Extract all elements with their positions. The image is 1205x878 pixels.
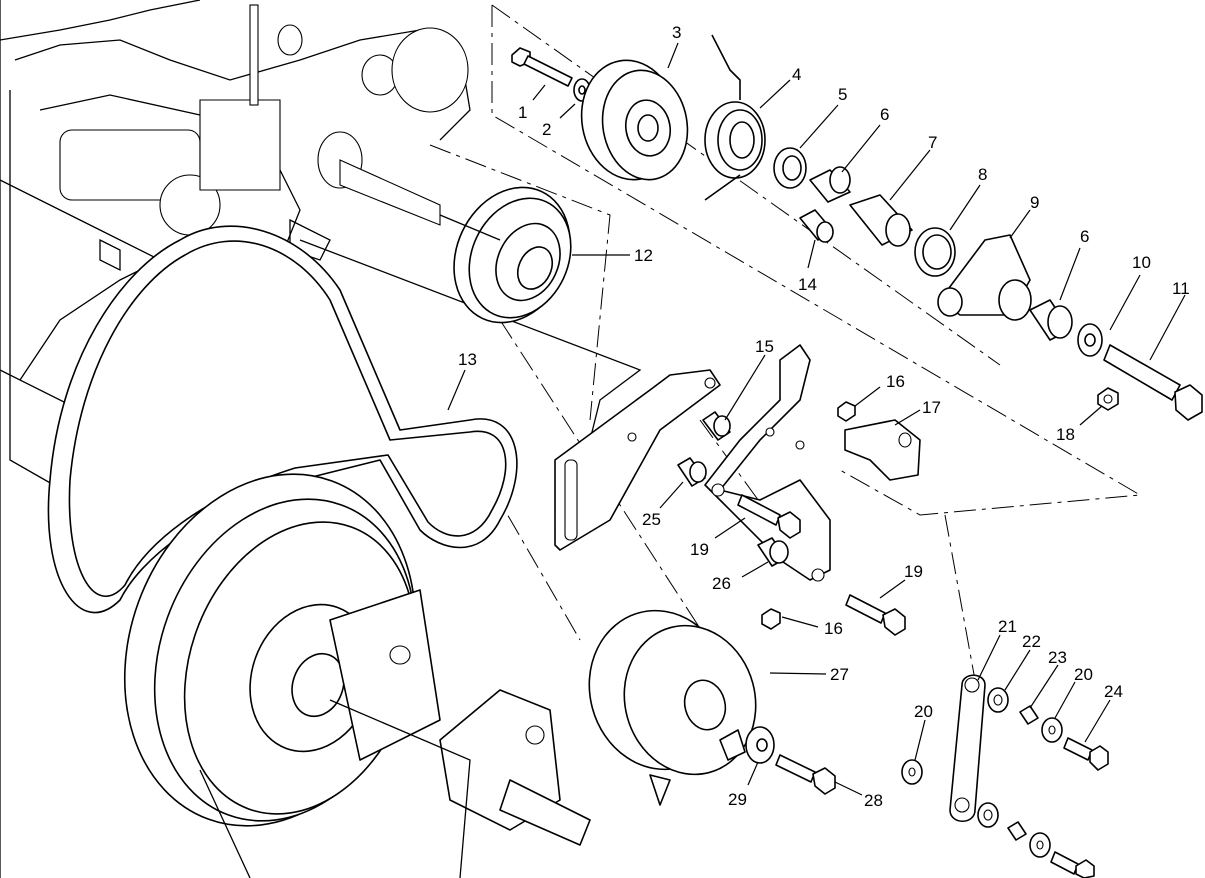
callout-26: 26 — [712, 574, 731, 593]
callout-6-lower: 6 — [1080, 227, 1089, 246]
callout-27: 27 — [830, 665, 849, 684]
callout-3: 3 — [672, 23, 681, 42]
callout-19-upper: 19 — [690, 540, 709, 559]
bolt-24-upper — [1063, 737, 1109, 771]
mounting-bracket — [554, 369, 721, 551]
bolt-24-lower — [1050, 851, 1095, 878]
callout-17: 17 — [922, 398, 941, 417]
callout-20-left: 20 — [914, 702, 933, 721]
bolt-1 — [511, 47, 573, 87]
bolt-19-upper — [737, 494, 801, 539]
callout-4: 4 — [792, 65, 801, 84]
idler-arm-9 — [937, 234, 1032, 321]
nut-16-upper — [837, 401, 856, 422]
washer-20-left — [901, 759, 923, 785]
dashed-boundary-lines — [429, 4, 1142, 691]
callout-24: 24 — [1104, 682, 1123, 701]
callout-10: 10 — [1132, 253, 1151, 272]
nut-18 — [1097, 387, 1119, 411]
clutch-bracket-17 — [844, 419, 921, 481]
callout-2: 2 — [542, 120, 551, 139]
torsion-spring-4 — [704, 34, 766, 201]
washer-20-upper — [1041, 717, 1063, 743]
spacer-25 — [677, 457, 707, 487]
callout-15: 15 — [755, 337, 774, 356]
callout-6-upper: 6 — [880, 105, 889, 124]
callout-16-lower: 16 — [824, 619, 843, 638]
bushing-6-upper — [809, 166, 851, 203]
spacer-15 — [702, 411, 731, 441]
washer-29 — [745, 726, 775, 764]
callout-18: 18 — [1056, 425, 1075, 444]
leader-lines — [447, 42, 1186, 796]
deck-pulley — [123, 473, 591, 878]
callout-5: 5 — [838, 85, 847, 104]
nut-16-lower — [761, 608, 781, 630]
callout-9: 9 — [1030, 193, 1039, 212]
engine-pulley-12 — [439, 186, 572, 324]
callout-21: 21 — [998, 617, 1017, 636]
callout-12: 12 — [634, 246, 653, 265]
spacer-23-upper — [1019, 705, 1039, 725]
callout-19-lower: 19 — [904, 562, 923, 581]
bushing-14 — [799, 209, 834, 243]
engine-housing — [0, 0, 642, 878]
callout-8: 8 — [978, 165, 987, 184]
callout-25: 25 — [642, 510, 661, 529]
bolt-28 — [775, 754, 836, 795]
callout-16-upper: 16 — [886, 372, 905, 391]
callout-7: 7 — [928, 133, 937, 152]
callout-11: 11 — [1172, 279, 1190, 298]
callout-14: 14 — [798, 275, 817, 294]
callout-20-upper: 20 — [1074, 665, 1093, 684]
bolt-11 — [1103, 344, 1203, 421]
callout-29: 29 — [728, 790, 747, 809]
callout-22: 22 — [1022, 632, 1041, 651]
link-plate-21 — [949, 674, 986, 823]
electric-clutch-27 — [588, 609, 757, 806]
spacer-7 — [849, 194, 913, 247]
bushing-6-lower — [1029, 299, 1073, 341]
bushing-22-upper — [987, 687, 1009, 713]
washer-8 — [914, 227, 956, 277]
washer-5 — [773, 147, 807, 189]
callout-1: 1 — [518, 103, 527, 122]
bolt-19-lower — [845, 594, 906, 636]
idler-pulley-3 — [580, 59, 689, 181]
spacer-23-lower — [1007, 821, 1027, 841]
washer-10 — [1077, 323, 1103, 357]
washer-20-lower — [1029, 832, 1051, 858]
callout-13: 13 — [458, 350, 477, 369]
callout-labels: 1 2 3 4 5 6 7 8 9 6 10 11 12 13 14 15 16… — [458, 23, 1190, 810]
callout-23: 23 — [1048, 648, 1067, 667]
bushing-22-lower — [977, 802, 999, 828]
callout-28: 28 — [864, 791, 883, 810]
spacer-26 — [757, 537, 789, 567]
